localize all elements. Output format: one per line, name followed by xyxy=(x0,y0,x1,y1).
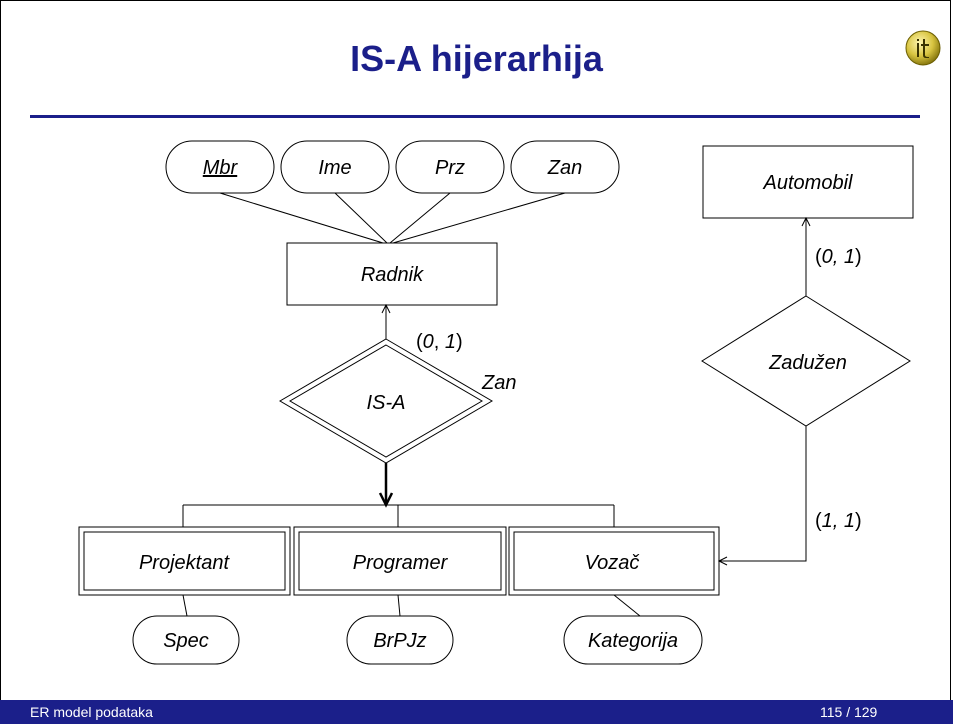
it-logo-icon xyxy=(905,30,941,66)
attribute-brpjz-label: BrPJz xyxy=(373,630,426,652)
entity-automobil-label: Automobil xyxy=(763,172,853,194)
entity-programer-inner xyxy=(298,531,502,591)
attribute-ime-label: Ime xyxy=(318,157,351,179)
attribute-oval-spec xyxy=(132,615,240,665)
entity-projektant-label: Projektant xyxy=(139,552,230,574)
page-number: 115 / 129 xyxy=(820,704,878,720)
discriminator-label: Zan xyxy=(481,372,516,394)
entity-projektant-outer xyxy=(78,526,291,596)
entity-programer-label: Programer xyxy=(353,552,449,574)
footer-title: ER model podataka xyxy=(30,704,153,720)
cardinality-zaduzen-automobil: (0, 1) xyxy=(815,246,862,268)
attribute-zan-label: Zan xyxy=(547,157,582,179)
attribute-oval-kategorija xyxy=(563,615,703,665)
entity-vozac-inner xyxy=(513,531,715,591)
slide-title: IS-A hijerarhija xyxy=(350,38,603,79)
attribute-prz-label: Prz xyxy=(435,157,465,179)
entity-radnik xyxy=(286,242,498,306)
relationship-isa-label: IS-A xyxy=(367,392,406,414)
title-divider xyxy=(30,115,920,118)
entity-radnik-label: Radnik xyxy=(361,264,424,286)
relationship-zaduzen-label: Zadužen xyxy=(768,352,847,374)
footer-bar xyxy=(0,700,953,724)
entity-projektant-inner xyxy=(83,531,286,591)
attribute-kategorija-label: Kategorija xyxy=(588,630,678,652)
attribute-mbr-label: Mbr xyxy=(203,157,239,179)
cardinality-isa-radnik: (0, 1) xyxy=(416,331,463,353)
entity-automobil xyxy=(702,145,914,219)
attribute-spec-label: Spec xyxy=(163,630,209,652)
entity-vozac-label: Vozač xyxy=(585,552,640,574)
cardinality-zaduzen-vozac: (1, 1) xyxy=(815,510,862,532)
entity-programer-outer xyxy=(293,526,507,596)
relationship-isa-inner xyxy=(289,344,483,458)
attribute-oval-brpjz xyxy=(346,615,454,665)
